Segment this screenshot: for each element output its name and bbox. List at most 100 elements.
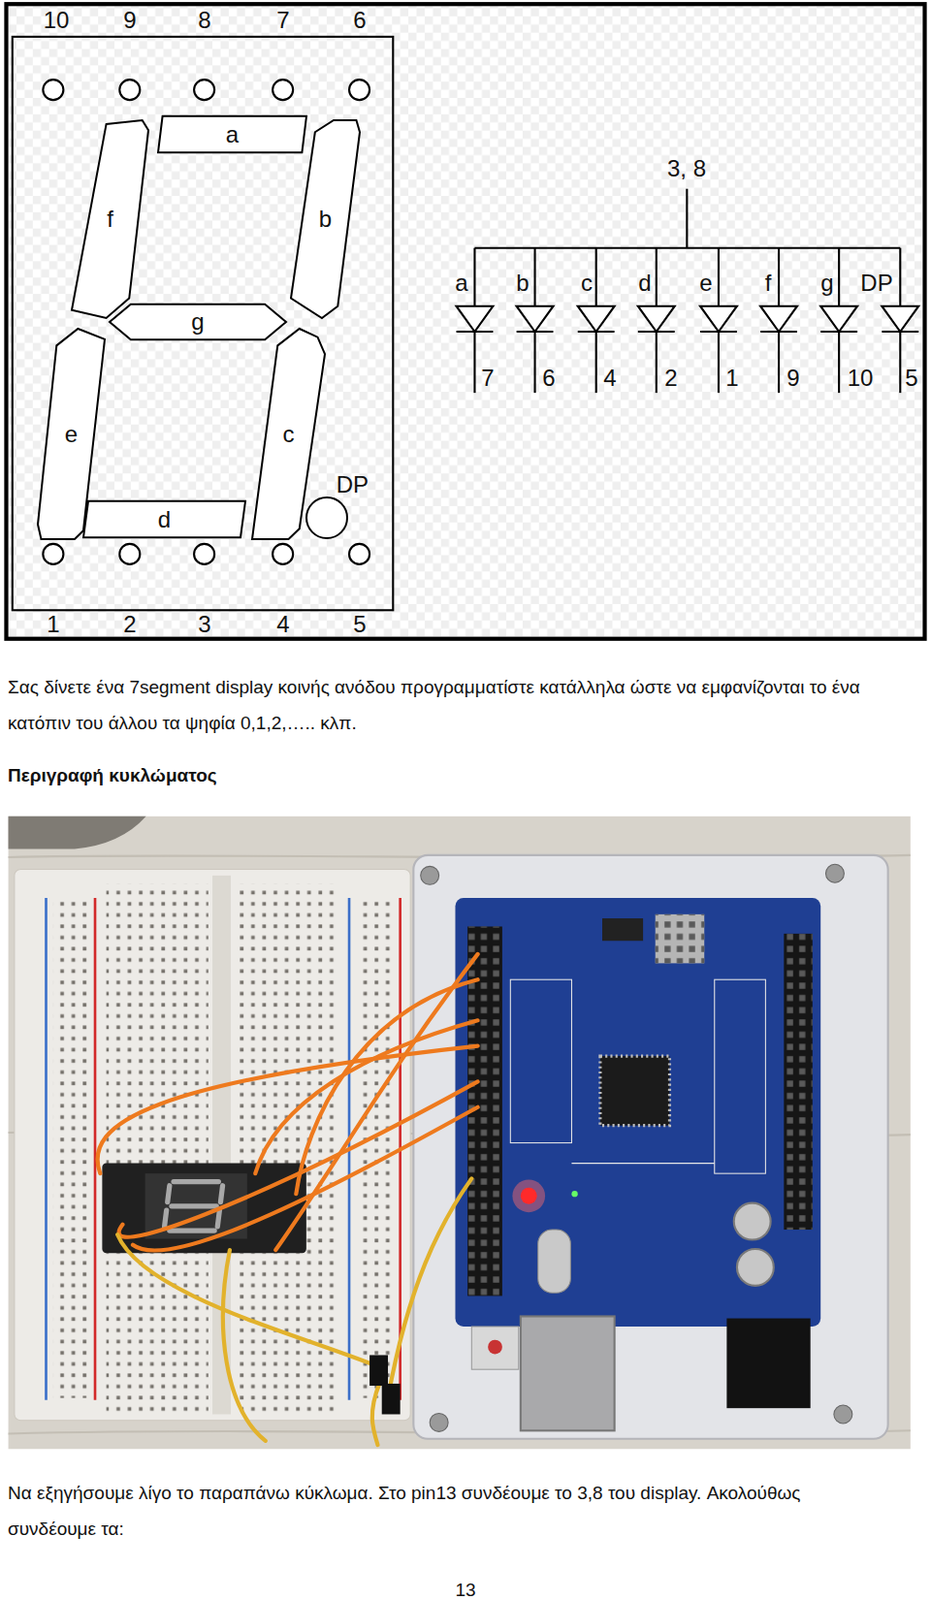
cathode-pin-number: 6 — [542, 366, 555, 390]
reset-button — [471, 1326, 518, 1370]
segment-name: b — [515, 271, 529, 295]
icsp-header — [655, 914, 706, 964]
segment-letter: b — [319, 207, 332, 231]
figure-frame — [5, 3, 925, 640]
background-object — [8, 816, 147, 850]
diode-symbol — [820, 306, 858, 332]
segment-shape — [71, 120, 149, 319]
cathode-pin-number: 2 — [664, 366, 677, 390]
cathode-pin-number: 7 — [481, 366, 494, 390]
pin-number: 3 — [197, 612, 211, 637]
page-number: 13 — [454, 1580, 476, 1600]
segment-name: a — [454, 271, 468, 295]
icsp-header — [602, 918, 643, 941]
segment-name: f — [765, 271, 772, 295]
pin-circle — [42, 79, 64, 100]
yellow-wire — [117, 1178, 472, 1445]
pin-number: 10 — [43, 8, 70, 33]
diode-symbol — [516, 306, 554, 332]
segment-shape — [290, 120, 360, 319]
capacitor — [737, 1249, 774, 1286]
anode-bus — [474, 247, 900, 250]
diode-symbol — [760, 330, 798, 333]
yellow-wire — [117, 1234, 380, 1368]
power-led — [520, 1187, 538, 1205]
microcontroller-chip — [600, 1056, 671, 1126]
display-segments — [217, 1210, 220, 1227]
diode-symbol — [700, 330, 738, 333]
segment-b: b — [290, 120, 360, 319]
segment-letter: DP — [336, 473, 369, 497]
cathode-pin-number: 10 — [847, 366, 874, 390]
orange-wire — [97, 954, 479, 1252]
segment-name: e — [699, 271, 712, 295]
diode-symbol — [881, 248, 919, 393]
capacitor — [734, 1203, 771, 1241]
pin-number: 4 — [276, 612, 289, 637]
diode-symbol — [881, 330, 919, 333]
pin-circle — [349, 544, 370, 565]
diode-symbol — [638, 306, 675, 332]
pin-circle — [42, 79, 370, 565]
anode-pin-label: 3, 8 — [667, 157, 707, 181]
wire-connector — [369, 1354, 388, 1386]
breadboard-holes — [106, 883, 209, 1413]
pin-circle — [272, 79, 293, 100]
power-rail — [44, 898, 48, 1401]
decimal-point: DP — [304, 471, 375, 542]
reset-button — [487, 1340, 503, 1355]
dc-jack — [726, 1318, 810, 1410]
pin-circle — [272, 544, 293, 565]
pin-circle — [42, 544, 64, 565]
diode-symbol — [881, 306, 919, 332]
status-led — [571, 1190, 578, 1197]
case-screw — [420, 866, 440, 885]
diode-symbol — [456, 306, 494, 332]
breadboard — [14, 869, 411, 1421]
diode-symbol — [456, 330, 494, 333]
breadboard-holes — [53, 898, 91, 1399]
acrylic-case — [413, 855, 888, 1440]
dp-circle — [306, 497, 348, 539]
display-segments — [171, 1203, 217, 1209]
segment-name: c — [580, 271, 593, 295]
segment-shape — [158, 116, 307, 153]
diode-symbol — [638, 330, 675, 333]
cathode-pin-number: 5 — [904, 366, 918, 390]
segment-shape — [83, 501, 246, 538]
wood-surface — [8, 816, 911, 1449]
pin-circle — [119, 544, 140, 565]
section-heading: Περιγραφή κυκλώματος — [7, 762, 862, 790]
orange-wire — [132, 1107, 479, 1252]
display-segments — [220, 1186, 223, 1203]
circuit-photo — [8, 816, 911, 1449]
diode-symbol — [760, 306, 798, 332]
anode-wire — [685, 189, 688, 249]
segment-letter: e — [64, 422, 78, 447]
pin-circle — [193, 544, 215, 565]
display-segments — [164, 1210, 167, 1227]
led-glow — [512, 1179, 546, 1213]
task-paragraph: Σας δίνετε ένα 7segment display κοινής α… — [7, 669, 862, 741]
segment-g: g — [109, 303, 287, 341]
pin-number: 2 — [123, 612, 136, 637]
pin-circle — [119, 79, 140, 100]
pin-number: 7 — [276, 8, 289, 33]
orange-wire — [97, 1046, 479, 1175]
segment-d: d — [83, 500, 246, 539]
cathode-pin-number: 1 — [725, 366, 739, 390]
pin-number: 6 — [353, 8, 366, 33]
breadboard-holes — [356, 898, 394, 1399]
case-screw — [825, 864, 844, 883]
wire-connector — [382, 1383, 401, 1415]
display-segments — [167, 1186, 170, 1203]
yellow-wire — [387, 1178, 472, 1398]
silkscreen — [510, 979, 572, 1143]
power-rail — [94, 898, 97, 1401]
crystal — [538, 1229, 572, 1293]
segment-letter: a — [225, 123, 239, 147]
segment-letter: g — [191, 310, 204, 334]
